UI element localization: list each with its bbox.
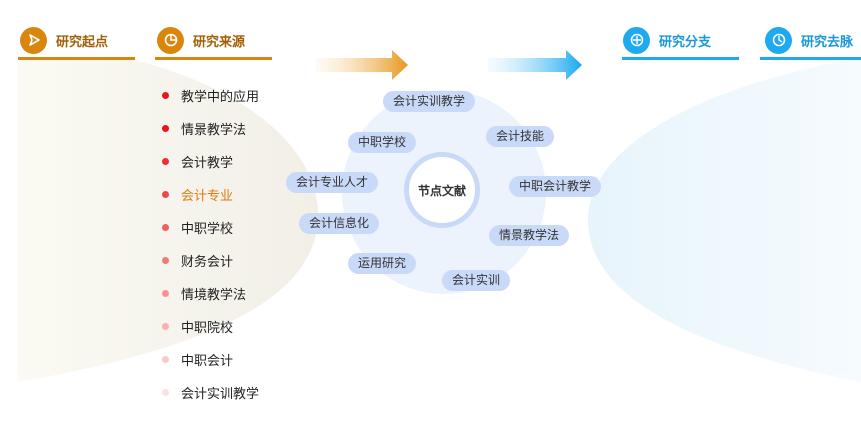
bullet-dot (162, 323, 169, 330)
bullet-dot (162, 158, 169, 165)
divider (18, 57, 135, 60)
list-item[interactable]: 会计专业 (162, 178, 259, 211)
bullet-dot (162, 92, 169, 99)
keyword-tag[interactable]: 会计实训教学 (383, 91, 476, 112)
keyword-tag[interactable]: 会计信息化 (299, 213, 380, 234)
header-label: 研究分支 (659, 34, 712, 50)
play-icon (20, 26, 47, 54)
bullet-dot (162, 290, 169, 297)
list-item[interactable]: 中职院校 (162, 310, 259, 343)
header-research-source: 研究来源 (157, 26, 245, 54)
bullet-dot (162, 191, 169, 198)
bullet-dot (162, 356, 169, 363)
list-item[interactable]: 中职会计 (162, 343, 259, 376)
header-label: 研究去脉 (801, 34, 854, 50)
divider (155, 57, 272, 60)
list-item[interactable]: 会计教学 (162, 145, 259, 178)
divider (622, 57, 739, 60)
refresh-icon (765, 26, 792, 54)
source-list: 教学中的应用 情景教学法 会计教学 会计专业 中职学校 财务会计 情境教学法 中… (162, 79, 259, 409)
pie-chart-icon (157, 26, 184, 54)
left-lens-shape (18, 60, 318, 382)
header-research-direction: 研究去脉 (765, 26, 853, 54)
keyword-tag[interactable]: 中职学校 (348, 132, 417, 153)
list-item[interactable]: 教学中的应用 (162, 79, 259, 112)
arrow-orange (316, 50, 408, 80)
divider (760, 57, 861, 60)
arrow-blue (488, 50, 582, 80)
list-item[interactable]: 财务会计 (162, 244, 259, 277)
keyword-tag[interactable]: 中职会计教学 (509, 176, 602, 197)
header-research-branch: 研究分支 (623, 26, 711, 54)
keyword-tag[interactable]: 运用研究 (348, 253, 417, 274)
bullet-dot (162, 224, 169, 231)
center-node[interactable]: 节点文献 (404, 152, 480, 228)
list-item[interactable]: 情景教学法 (162, 112, 259, 145)
right-lens-shape (588, 60, 861, 382)
list-item[interactable]: 情境教学法 (162, 277, 259, 310)
compass-icon (623, 26, 650, 54)
keyword-tag[interactable]: 情景教学法 (489, 225, 570, 246)
bullet-dot (162, 125, 169, 132)
header-label: 研究来源 (193, 34, 246, 50)
header-research-start: 研究起点 (20, 26, 108, 54)
list-item[interactable]: 会计实训教学 (162, 376, 259, 409)
keyword-tag[interactable]: 会计实训 (442, 270, 511, 291)
bullet-dot (162, 389, 169, 396)
list-item[interactable]: 中职学校 (162, 211, 259, 244)
keyword-tag[interactable]: 会计技能 (486, 126, 555, 147)
bullet-dot (162, 257, 169, 264)
keyword-tag[interactable]: 会计专业人才 (286, 172, 379, 193)
header-label: 研究起点 (56, 34, 109, 50)
